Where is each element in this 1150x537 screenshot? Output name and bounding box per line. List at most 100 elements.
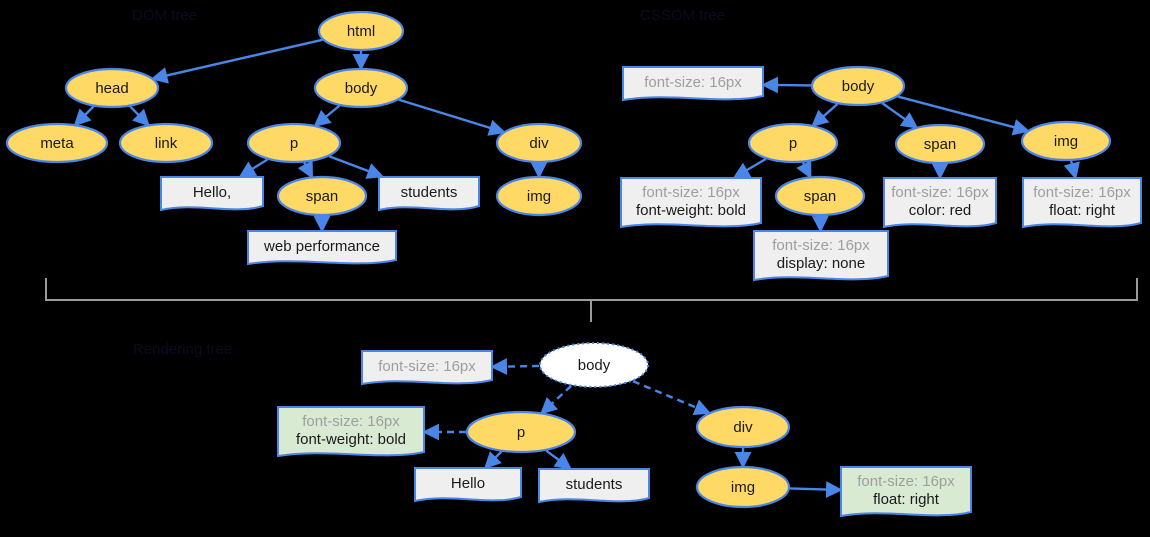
edge-cssom-body-to-span1 [881,102,919,129]
edge-cssom-p-to-span2 [796,160,812,179]
inherited-style-text: font-size: 16px [642,184,740,201]
note-shape [840,466,972,518]
declared-style-text: font-weight: bold [636,202,746,219]
note-dom-webperf[interactable]: web performance [247,230,397,266]
note-shape [277,406,425,458]
node-shape [5,122,109,164]
node-label: body [842,78,875,95]
node-label: img [1054,133,1078,150]
node-dom-div[interactable]: div [495,122,583,164]
node-label: div [529,135,549,152]
inherited-style-text: font-size: 16px [772,237,870,254]
edge-cssom-p-to-s-p [732,157,767,179]
inherited-style-text: font-size: 16px [1033,184,1131,201]
node-render-div[interactable]: div [695,405,791,449]
edge-dom-html-to-head [150,38,323,84]
node-cssom-p[interactable]: p [747,122,839,164]
declared-style-text: Hello, [193,184,231,201]
section-brace [45,278,1138,322]
node-shape [495,122,583,164]
inherited-style-text: font-size: 16px [891,184,989,201]
edge-dom-p-to-students [328,155,384,179]
node-label: span [924,136,957,153]
edge-render-p-to-hello [484,450,503,469]
edge-cssom-img-to-s-img [1063,160,1080,180]
edge-dom-p-to-span [297,160,314,180]
note-shape [620,177,762,229]
note-shape [160,176,264,212]
edge-render-img-to-r-img [789,481,843,498]
node-dom-link[interactable]: link [118,122,214,164]
edge-dom-head-to-link [129,105,150,127]
note-render-hello[interactable]: Hello [414,467,522,503]
node-shape [64,67,160,109]
node-label: html [347,23,375,40]
section-title-render: Rendering tree [133,341,232,358]
note-shape [622,66,764,102]
node-shape [465,410,577,454]
edge-dom-body-to-div [398,98,506,136]
node-dom-p[interactable]: p [246,122,342,164]
edge-cssom-body-to-p [811,103,839,128]
node-label: link [155,135,178,152]
node-shape [495,175,583,217]
node-label: p [789,135,797,152]
node-cssom-body[interactable]: body [810,65,906,107]
declared-style-text: float: right [1049,202,1116,219]
note-cssom-s-body[interactable]: font-size: 16px [622,66,764,102]
node-cssom-span2[interactable]: span [774,175,866,217]
note-shape [361,350,493,386]
node-label: p [290,135,298,152]
edge-cssom-body-to-s-body [761,76,812,94]
note-render-r-body[interactable]: font-size: 16px [361,350,493,386]
node-dom-img[interactable]: img [495,175,583,217]
edge-dom-head-to-meta [73,105,95,127]
edge-render-p-to-students [545,449,572,470]
node-render-img[interactable]: img [695,465,791,509]
node-cssom-img[interactable]: img [1020,120,1112,162]
node-dom-head[interactable]: head [64,67,160,109]
node-shape [246,122,342,164]
section-title-dom: DOM tree [132,7,197,24]
node-dom-body[interactable]: body [313,67,409,109]
edge-dom-body-to-p [313,104,341,128]
node-render-p[interactable]: p [465,410,577,454]
declared-style-text: web performance [263,238,380,255]
inherited-style-text: font-size: 16px [644,74,742,91]
section-title-cssom: CSSOM tree [640,7,725,24]
node-shape [810,65,906,107]
node-label: head [95,80,128,97]
inherited-style-text: font-size: 16px [378,358,476,375]
note-shape [378,176,480,212]
declared-style-text: students [566,476,623,493]
note-shape [753,230,889,282]
declared-style-text: font-weight: bold [296,431,406,448]
note-dom-hello[interactable]: Hello, [160,176,264,212]
node-label: p [517,424,525,441]
node-render-body[interactable]: body [539,342,649,388]
node-cssom-span1[interactable]: span [894,123,986,165]
node-shape [1020,120,1112,162]
node-label: span [804,188,837,205]
node-label: meta [40,135,74,152]
node-shape [747,122,839,164]
node-dom-meta[interactable]: meta [5,122,109,164]
edge-render-body-to-p [540,385,573,415]
node-dom-html[interactable]: html [317,10,405,52]
brace-path [45,278,1138,322]
note-dom-students[interactable]: students [378,176,480,212]
declared-style-text: display: none [777,255,865,272]
node-shape [539,342,649,388]
node-dom-span[interactable]: span [276,175,368,217]
note-render-students[interactable]: students [538,468,650,504]
node-shape [118,122,214,164]
declared-style-text: students [401,184,458,201]
